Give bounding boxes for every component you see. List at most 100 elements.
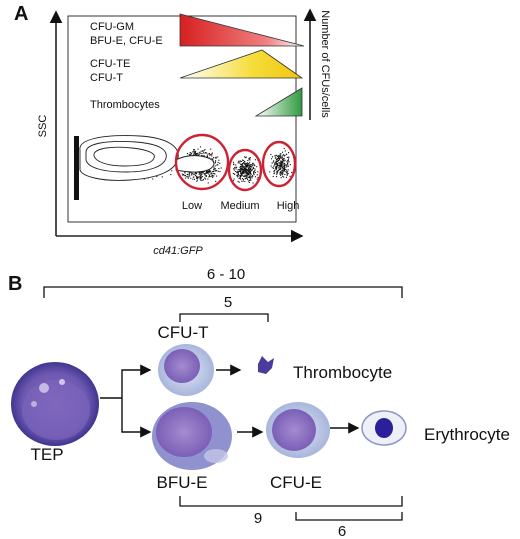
scatter-dot (188, 173, 190, 175)
scatter-dot (197, 176, 199, 178)
scatter-dot (200, 175, 202, 177)
scatter-dot (196, 178, 198, 180)
scatter-dot (246, 177, 248, 179)
scatter-dot (283, 158, 285, 160)
scatter-dot (216, 164, 218, 166)
scatter-dot (213, 171, 215, 173)
scatter-dot (210, 148, 212, 150)
scatter-dot (247, 160, 249, 162)
scatter-dot (200, 152, 202, 154)
scatter-dot (273, 160, 275, 162)
scatter-dot (206, 155, 208, 157)
scatter-dot (248, 181, 250, 183)
scatter-dot (277, 164, 279, 166)
cfu-e-cell-image (266, 402, 330, 458)
scatter-dot (182, 174, 184, 176)
scatter-dot (240, 169, 242, 171)
scatter-dot (239, 160, 241, 162)
scatter-dot (187, 177, 189, 179)
bracket-bottom-inner (295, 512, 403, 521)
scatter-dot (243, 167, 245, 169)
scatter-dot (277, 158, 279, 160)
scatter-dot (215, 156, 217, 158)
bracket-bottom-outer-value: 9 (254, 510, 262, 527)
scatter-dot (244, 165, 246, 167)
scatter-dot (244, 174, 246, 176)
scatter-dot (233, 169, 235, 171)
scatter-dot (285, 170, 287, 172)
scatter-dot (278, 162, 280, 164)
scatter-dot (205, 170, 207, 172)
scatter-dot (244, 178, 246, 180)
cfu-e-label: CFU-E (270, 473, 322, 492)
scatter-dot (243, 172, 245, 174)
scatter-dot (275, 165, 277, 167)
population-label-2b: CFU-T (90, 72, 123, 84)
scatter-dot (253, 174, 255, 176)
scatter-dot (280, 160, 282, 162)
scatter-dot (277, 155, 279, 157)
scatter-dot (200, 176, 202, 178)
scatter-dot (283, 169, 285, 171)
bfu-e-label: BFU-E (157, 473, 208, 492)
scatter-dot (249, 168, 251, 170)
scatter-dot (239, 163, 241, 165)
scatter-dot (278, 167, 280, 169)
scatter-dot (233, 168, 235, 170)
scatter-dot (242, 172, 244, 174)
scatter-dot (250, 167, 252, 169)
scatter-dot (248, 158, 250, 160)
scatter-dot (248, 168, 250, 170)
scatter-dot (254, 172, 256, 174)
scatter-dot (201, 173, 203, 175)
scatter-dot (281, 162, 283, 164)
scatter-dot (201, 153, 203, 155)
scatter-dot (190, 154, 192, 156)
scatter-dot (209, 175, 211, 177)
scatter-dot (237, 169, 239, 171)
scatter-dot (239, 177, 241, 179)
scatter-dot (271, 158, 273, 160)
scatter-dot (285, 164, 287, 166)
scatter-dot (197, 177, 199, 179)
scatter-dot (282, 170, 284, 172)
scatter-dot (254, 170, 256, 172)
scatter-dot (281, 157, 283, 159)
scatter-dot (196, 180, 198, 182)
gate-label-low: Low (182, 200, 202, 212)
scatter-dot (280, 157, 282, 159)
scatter-dot (239, 166, 241, 168)
scatter-dot (241, 171, 243, 173)
scatter-dot (276, 172, 278, 174)
scatter-dot (250, 168, 252, 170)
scatter-dot (250, 170, 252, 172)
scatter-dot (280, 163, 282, 165)
scatter-dot (283, 160, 285, 162)
scatter-dot (276, 163, 278, 165)
scatter-dot (256, 174, 258, 176)
scatter-dot (282, 170, 284, 172)
scatter-dot (275, 166, 277, 168)
scatter-dot (212, 171, 214, 173)
scatter-dot (247, 162, 249, 164)
scatter-dot (282, 166, 284, 168)
scatter-dot (287, 165, 289, 167)
scatter-dot (248, 167, 250, 169)
scatter-dot (237, 171, 239, 173)
flow-plot-axes (49, 8, 317, 243)
scatter-dot (189, 152, 191, 154)
scatter-dot (202, 171, 204, 173)
scatter-dot (247, 169, 249, 171)
scatter-dot (211, 152, 213, 154)
scatter-dot (286, 174, 288, 176)
scatter-dot (291, 171, 293, 173)
scatter-dot (208, 153, 210, 155)
scatter-dot (280, 161, 282, 163)
scatter-dot (245, 165, 247, 167)
scatter-dot (195, 175, 197, 177)
scatter-dot (276, 162, 278, 164)
scatter-dot (249, 164, 251, 166)
scatter-dot (191, 152, 193, 154)
scatter-dot (206, 154, 208, 156)
scatter-dot (236, 172, 238, 174)
